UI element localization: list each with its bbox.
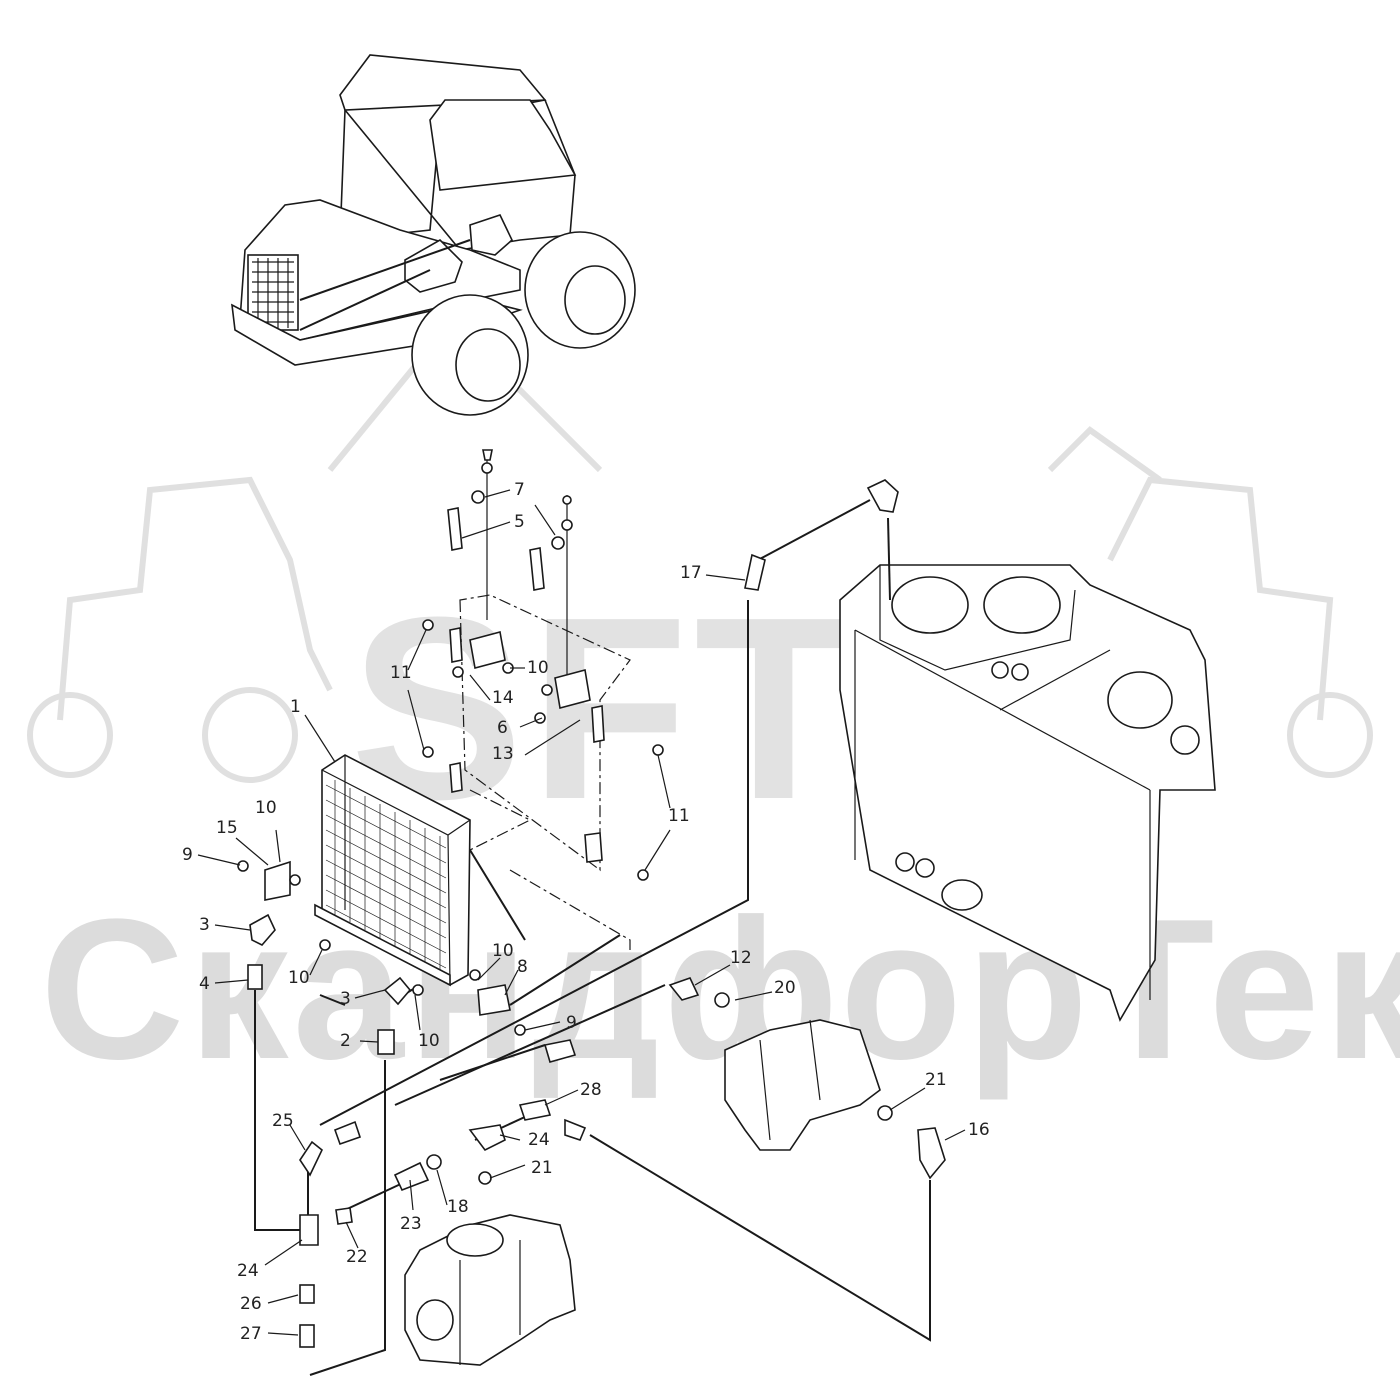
- callout-9: 9: [566, 1013, 577, 1033]
- callout-6: 6: [497, 718, 508, 738]
- callout-10: 10: [527, 658, 549, 678]
- callout-1: 1: [290, 697, 301, 717]
- callout-17: 17: [680, 563, 702, 583]
- callout-22: 22: [346, 1247, 368, 1267]
- callout-4: 4: [199, 974, 210, 994]
- callout-26: 26: [240, 1294, 262, 1314]
- hydraulic-pump: [404, 1171, 576, 1366]
- callout-5: 5: [514, 512, 525, 532]
- callout-27: 27: [240, 1324, 262, 1344]
- callout-11: 11: [668, 806, 690, 826]
- leader-lines: [197, 489, 966, 1336]
- callout-21: 21: [531, 1158, 553, 1178]
- callout-10: 10: [418, 1031, 440, 1051]
- callout-18: 18: [447, 1197, 469, 1217]
- bracket-assembly: [422, 449, 664, 950]
- callout-10: 10: [255, 798, 277, 818]
- callout-9: 9: [182, 845, 193, 865]
- callout-3: 3: [199, 915, 210, 935]
- hydraulic-tank: [839, 564, 1216, 1022]
- callout-14: 14: [492, 688, 514, 708]
- callout-11: 11: [390, 663, 412, 683]
- callout-16: 16: [968, 1120, 990, 1140]
- fittings: [237, 479, 946, 1348]
- callout-10: 10: [288, 968, 310, 988]
- callout-20: 20: [774, 978, 796, 998]
- callout-21: 21: [925, 1070, 947, 1090]
- callout-28: 28: [580, 1080, 602, 1100]
- callout-10: 10: [492, 941, 514, 961]
- callout-12: 12: [730, 948, 752, 968]
- machine-overview: [231, 54, 636, 416]
- callout-3: 3: [340, 989, 351, 1009]
- callout-15: 15: [216, 818, 238, 838]
- callout-24: 24: [528, 1130, 550, 1150]
- callout-25: 25: [272, 1111, 294, 1131]
- callout-2: 2: [340, 1031, 351, 1051]
- callout-24: 24: [237, 1261, 259, 1281]
- callout-23: 23: [400, 1214, 422, 1234]
- callout-8: 8: [517, 957, 528, 977]
- callout-13: 13: [492, 744, 514, 764]
- callout-7: 7: [514, 480, 525, 500]
- hydraulic-motor: [714, 992, 893, 1151]
- oil-cooler: [314, 754, 471, 987]
